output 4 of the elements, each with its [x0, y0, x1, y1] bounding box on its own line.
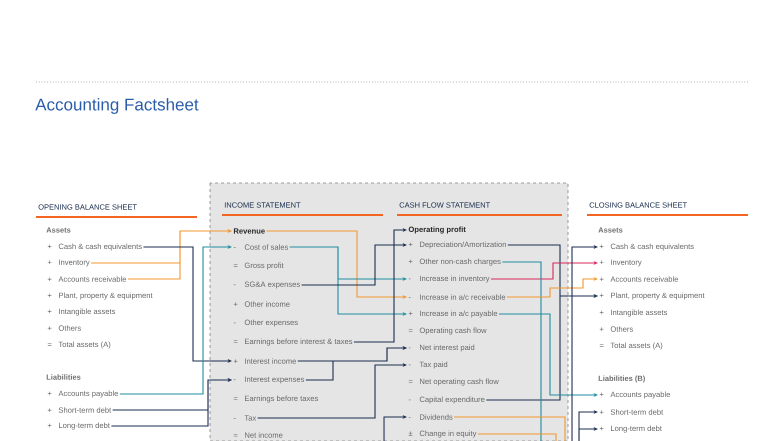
connector-line — [454, 416, 566, 441]
title: Accounting Factsheet — [35, 98, 199, 114]
connector-line — [502, 261, 542, 441]
connector-line — [478, 433, 557, 441]
